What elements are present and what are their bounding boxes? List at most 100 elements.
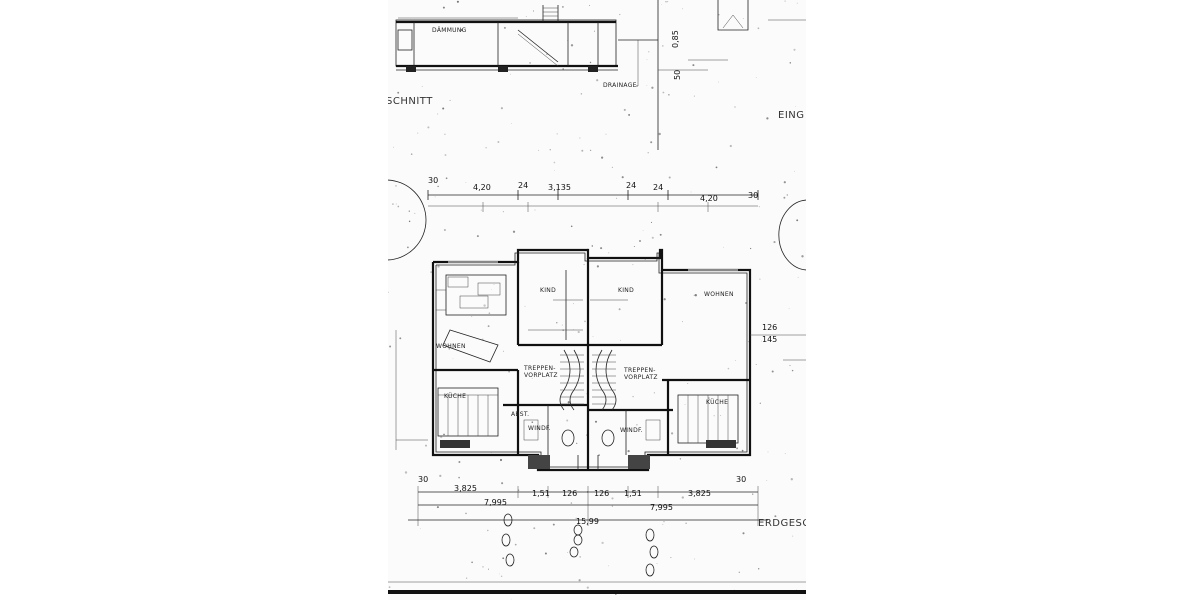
scan-speck [789, 364, 791, 367]
toilet-right [601, 429, 615, 447]
scan-speck [570, 225, 573, 228]
scan-speck [766, 480, 768, 481]
scan-speck [601, 541, 604, 545]
scan-speck [510, 73, 511, 75]
scan-speck [404, 471, 408, 474]
stair-left [559, 349, 584, 411]
scan-speck [648, 51, 650, 53]
scan-speck [586, 586, 589, 589]
scan-speck [734, 106, 736, 108]
scan-speck [729, 144, 732, 148]
scan-speck [421, 85, 423, 87]
scan-speck [488, 312, 491, 315]
scan-speck [744, 301, 748, 305]
scan-speck [434, 196, 436, 198]
scan-speck [791, 369, 794, 372]
scan-speck [679, 458, 682, 460]
scan-speck [427, 126, 430, 129]
scan-speck [589, 5, 591, 7]
dim-bottom-left: 3,825 [454, 484, 477, 493]
scan-speck [718, 81, 719, 83]
scan-speck [448, 348, 451, 350]
scan-speck [487, 568, 490, 570]
scan-speck [741, 449, 744, 452]
scan-speck [668, 94, 670, 96]
room-treppe-right: TREPPEN-VORPLATZ [623, 367, 658, 381]
scan-speck [442, 6, 445, 9]
scan-speck [670, 557, 672, 559]
scan-speck [417, 96, 418, 98]
toilet-left [561, 429, 575, 447]
scan-speck [443, 433, 445, 436]
scan-speck [646, 59, 648, 61]
scan-speck [452, 358, 454, 360]
scan-speck [792, 535, 794, 537]
scan-speck [623, 108, 626, 111]
scan-speck [662, 45, 664, 47]
scan-speck [774, 515, 777, 518]
room-wc-left: WINDF. [528, 425, 551, 432]
scan-speck [482, 566, 484, 568]
scan-speck [651, 236, 654, 239]
scan-speck [596, 79, 599, 82]
scan-speck [663, 298, 666, 301]
dim-bottom-half-left: 7,995 [484, 498, 507, 507]
scan-speck [549, 149, 551, 151]
scan-speck [651, 86, 654, 89]
scan-speck [796, 2, 798, 4]
scan-speck [533, 527, 536, 530]
scan-speck [715, 166, 718, 169]
scan-speck [736, 447, 739, 450]
scan-speck [786, 194, 788, 196]
scan-speck [801, 255, 804, 258]
dim-top-mid-right: 24 [626, 181, 636, 190]
scan-speck [591, 245, 594, 247]
scan-speck [408, 220, 411, 223]
scan-speck [514, 543, 517, 546]
scan-speck [437, 185, 439, 188]
scan-speck [502, 557, 505, 560]
floor-plan-drawing: DÄMMUNG DRAINAGE SCHNITT 0,85 50 EING 30… [388, 0, 806, 600]
scan-speck [493, 284, 495, 285]
scan-speck [531, 421, 534, 424]
scan-speck [608, 565, 610, 567]
bottom-border [388, 590, 806, 594]
scan-speck [593, 30, 596, 32]
scan-speck [410, 153, 413, 155]
scan-speck [659, 233, 662, 236]
scan-speck [497, 141, 500, 143]
scan-speck [406, 246, 409, 249]
scan-speck [628, 113, 631, 116]
scan-speck [577, 330, 580, 334]
scan-speck [408, 210, 410, 212]
scan-speck [771, 370, 774, 373]
scan-speck [713, 415, 715, 417]
scan-speck [567, 551, 568, 553]
scan-speck [576, 442, 578, 444]
scan-speck [667, 1, 669, 3]
scan-speck [538, 149, 540, 151]
scan-speck [663, 521, 665, 523]
scan-speck [783, 196, 786, 199]
floor-plan-sheet: DÄMMUNG DRAINAGE SCHNITT 0,85 50 EING 30… [388, 0, 806, 600]
scan-speck [491, 289, 492, 291]
scan-speck [388, 291, 389, 294]
scan-speck [718, 13, 720, 16]
scan-speck [796, 219, 799, 222]
scan-speck [544, 552, 547, 555]
scan-speck [784, 0, 786, 2]
scan-speck [797, 276, 799, 278]
room-kind-right: KIND [618, 287, 634, 294]
scan-speck [500, 107, 503, 110]
scan-speck [391, 203, 394, 206]
room-wohnen-right: WOHNEN [704, 291, 734, 298]
scan-speck [575, 517, 577, 519]
scan-speck [611, 166, 614, 169]
scan-speck [581, 149, 584, 152]
scan-speck [570, 44, 574, 47]
dim-top-right: 4,20 [700, 194, 718, 203]
scan-speck [783, 181, 786, 184]
scan-speck [682, 321, 683, 323]
scan-speck [658, 132, 661, 136]
scan-speck [723, 246, 724, 248]
